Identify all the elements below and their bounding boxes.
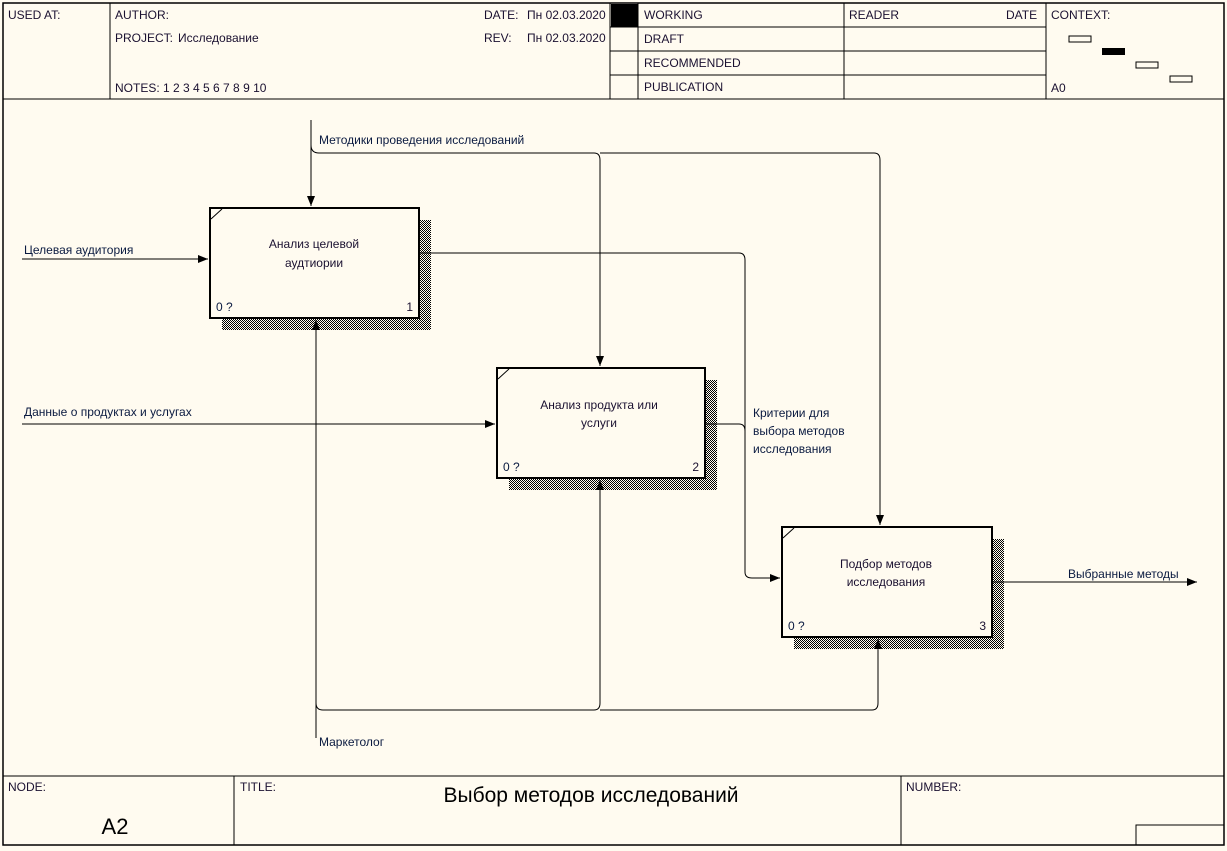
header: USED AT: AUTHOR: PROJECT: Исследование N… xyxy=(3,3,1224,100)
working-status-marker xyxy=(611,4,638,27)
rev-value: Пн 02.03.2020 xyxy=(527,31,606,45)
box-3-number: 3 xyxy=(979,619,986,633)
box-3-title-2: исследования xyxy=(847,575,926,589)
project-label: PROJECT: xyxy=(115,31,173,45)
box-1-number: 1 xyxy=(406,300,413,314)
arrows xyxy=(22,120,1197,738)
box-3-cost: 0 ? xyxy=(788,619,805,633)
box-1-title-1: Анализ целевой xyxy=(269,237,359,251)
box-2-title-2: услуги xyxy=(581,416,617,430)
context-node: A0 xyxy=(1051,81,1066,95)
used-at-label: USED AT: xyxy=(8,8,60,22)
notes-label: NOTES: xyxy=(115,81,160,95)
node-label: NODE: xyxy=(8,780,46,794)
mechanism-arrow-branch-2[interactable] xyxy=(315,480,604,711)
activity-box-1[interactable]: Анализ целевой аудтиории 0 ? 1 xyxy=(209,207,420,319)
node-value: A2 xyxy=(102,814,129,839)
reader-date-label: DATE xyxy=(1006,8,1037,22)
context-map xyxy=(1068,35,1193,83)
status-publication: PUBLICATION xyxy=(644,80,723,94)
activity-box-3[interactable]: Подбор методов исследования 0 ? 3 xyxy=(781,526,993,638)
project-value: Исследование xyxy=(178,31,259,45)
mechanism-label: Маркетолог xyxy=(319,735,385,749)
criteria-label-3: исследования xyxy=(753,442,832,456)
input-label-products: Данные о продуктах и услугах xyxy=(24,405,192,419)
criteria-label-2: выбора методов xyxy=(753,424,845,438)
control-arrow-branch-3[interactable] xyxy=(600,152,884,525)
mechanism-arrow-branch-3[interactable] xyxy=(600,639,882,711)
status-recommended: RECOMMENDED xyxy=(644,56,741,70)
footer: NODE: A2 TITLE: Выбор методов исследован… xyxy=(3,775,1225,846)
status-draft: DRAFT xyxy=(644,32,685,46)
activity-box-2[interactable]: Анализ продукта или услуги 0 ? 2 xyxy=(496,367,706,479)
output-arrow-box1[interactable] xyxy=(419,252,780,582)
author-label: AUTHOR: xyxy=(115,8,169,22)
box-1-title-2: аудтиории xyxy=(285,256,343,270)
output-label: Выбранные методы xyxy=(1068,567,1179,581)
box-2-cost: 0 ? xyxy=(503,460,520,474)
box-3-title-1: Подбор методов xyxy=(840,557,932,571)
context-label: CONTEXT: xyxy=(1051,8,1110,22)
criteria-label-1: Критерии для xyxy=(753,406,829,420)
diagram-title: Выбор методов исследований xyxy=(443,784,738,807)
input-label-audience: Целевая аудитория xyxy=(24,243,133,257)
title-label: TITLE: xyxy=(240,780,276,794)
output-arrow-box2[interactable] xyxy=(705,423,746,432)
date-value: Пн 02.03.2020 xyxy=(527,8,606,22)
box-1-cost: 0 ? xyxy=(216,300,233,314)
control-label: Методики проведения исследований xyxy=(319,133,524,147)
number-label: NUMBER: xyxy=(906,780,961,794)
box-2-number: 2 xyxy=(692,460,699,474)
status-working: WORKING xyxy=(644,8,703,22)
reader-label: READER xyxy=(849,8,899,22)
date-label: DATE: xyxy=(484,8,518,22)
notes-value: 1 2 3 4 5 6 7 8 9 10 xyxy=(163,81,267,95)
rev-label: REV: xyxy=(484,31,512,45)
box-2-title-1: Анализ продукта или xyxy=(540,398,658,412)
control-arrow-branch-2[interactable] xyxy=(310,144,604,366)
